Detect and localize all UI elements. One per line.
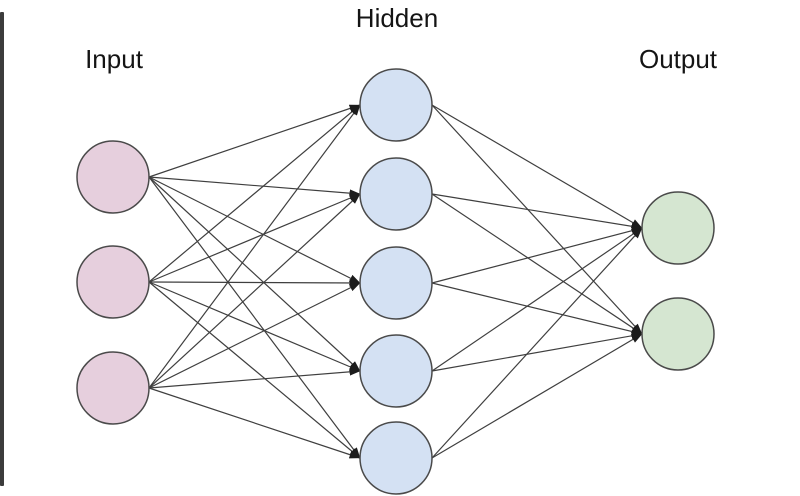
output-node-2	[641, 297, 715, 371]
edge-input2-to-hidden1	[148, 104, 361, 283]
edge-input2-to-hidden4	[148, 281, 361, 372]
hidden-node-2	[359, 157, 433, 231]
edge-input2-to-hidden2	[148, 193, 361, 283]
edge-input2-to-hidden3	[148, 279, 361, 287]
edge-hidden3-to-output2	[431, 282, 643, 336]
hidden-node-3	[359, 246, 433, 320]
input-node-2	[76, 245, 150, 319]
hidden-layer-label: Hidden	[355, 3, 439, 33]
edge-hidden3-to-output1	[431, 226, 643, 284]
edge-input1-to-hidden3	[148, 176, 361, 284]
edge-input3-to-hidden1	[148, 104, 361, 389]
edge-input3-to-hidden5	[148, 387, 361, 459]
edge-input1-to-hidden5	[148, 176, 361, 459]
edge-hidden1-to-output2	[431, 104, 643, 335]
input-node-3	[76, 351, 150, 425]
edge-hidden2-to-output2	[431, 193, 643, 335]
edge-hidden1-to-output1	[431, 104, 643, 229]
input-node-1	[76, 140, 150, 214]
edge-input2-to-hidden5	[148, 281, 361, 459]
edge-input3-to-hidden3	[148, 282, 361, 389]
hidden-node-4	[359, 334, 433, 408]
edge-hidden4-to-output2	[431, 332, 643, 372]
hidden-node-1	[359, 68, 433, 142]
edge-hidden4-to-output1	[431, 227, 643, 372]
edge-input1-to-hidden1	[148, 104, 361, 178]
input-layer-label: Input	[85, 44, 143, 74]
edge-input3-to-hidden2	[148, 193, 361, 389]
edge-hidden5-to-output2	[431, 333, 643, 459]
window-left-edge	[0, 12, 4, 486]
output-node-1	[641, 191, 715, 265]
edge-input1-to-hidden2	[148, 176, 361, 197]
edge-input1-to-hidden4	[148, 176, 361, 372]
output-layer-label: Output	[638, 44, 718, 74]
edge-hidden2-to-output1	[431, 193, 643, 231]
edge-hidden5-to-output1	[431, 227, 643, 459]
hidden-node-5	[359, 421, 433, 495]
edge-input3-to-hidden4	[148, 368, 361, 389]
